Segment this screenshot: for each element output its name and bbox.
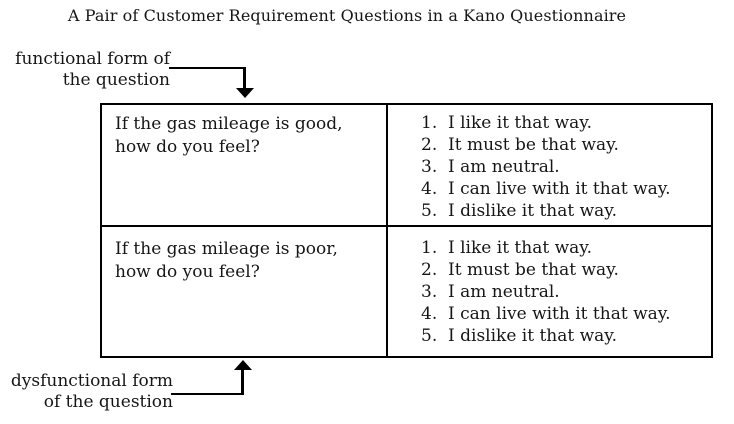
option-text: I dislike it that way. (448, 326, 618, 346)
functional-form-label-line2: the question (62, 70, 170, 90)
dysfunctional-form-label-line1: dysfunctional form (10, 371, 173, 391)
kano-question-table: If the gas mileage is good, how do you f… (100, 103, 713, 358)
option-number: 3. (421, 282, 438, 302)
question-text-line: how do you feel? (115, 137, 260, 157)
question-text-line: If the gas mileage is good, (115, 114, 343, 134)
option-item: 2. It must be that way. (421, 259, 707, 281)
option-text: I can live with it that way. (448, 179, 671, 199)
dysfunctional-options-cell: 1. I like it that way. 2. It must be tha… (388, 227, 711, 356)
functional-options-cell: 1. I like it that way. 2. It must be tha… (388, 105, 711, 227)
question-text-line: how do you feel? (115, 262, 260, 282)
option-number: 3. (421, 157, 438, 177)
dysfunctional-question-cell: If the gas mileage is poor, how do you f… (102, 227, 388, 356)
functional-question-cell: If the gas mileage is good, how do you f… (102, 105, 388, 227)
figure-title: A Pair of Customer Requirement Questions… (67, 6, 627, 25)
option-text: I dislike it that way. (448, 201, 618, 221)
option-item: 5. I dislike it that way. (421, 200, 707, 222)
option-number: 4. (421, 304, 438, 324)
option-text: I like it that way. (448, 238, 593, 258)
option-item: 1. I like it that way. (421, 112, 707, 134)
option-text: It must be that way. (448, 260, 619, 280)
dysfunctional-form-label: dysfunctional form of the question (8, 371, 173, 413)
functional-form-label: functional form of the question (10, 49, 170, 91)
option-number: 1. (421, 113, 438, 133)
option-text: I like it that way. (448, 113, 593, 133)
option-number: 1. (421, 238, 438, 258)
option-item: 4. I can live with it that way. (421, 178, 707, 200)
option-text: I am neutral. (448, 282, 560, 302)
option-number: 2. (421, 135, 438, 155)
option-item: 5. I dislike it that way. (421, 325, 707, 347)
option-item: 2. It must be that way. (421, 134, 707, 156)
option-item: 3. I am neutral. (421, 281, 707, 303)
option-number: 5. (421, 201, 438, 221)
dysfunctional-arrow-horizontal-line (171, 393, 244, 395)
arrow-down-icon (236, 88, 254, 98)
functional-arrow-vertical-line (243, 67, 246, 91)
option-text: I am neutral. (448, 157, 560, 177)
functional-arrow-horizontal-line (169, 67, 245, 69)
option-item: 1. I like it that way. (421, 237, 707, 259)
option-number: 2. (421, 260, 438, 280)
option-text: It must be that way. (448, 135, 619, 155)
question-text-line: If the gas mileage is poor, (115, 239, 338, 259)
option-number: 4. (421, 179, 438, 199)
option-item: 3. I am neutral. (421, 156, 707, 178)
functional-form-label-line1: functional form of (15, 49, 170, 69)
option-text: I can live with it that way. (448, 304, 671, 324)
option-item: 4. I can live with it that way. (421, 303, 707, 325)
option-number: 5. (421, 326, 438, 346)
arrow-up-icon (234, 360, 252, 370)
dysfunctional-arrow-vertical-line (241, 370, 244, 395)
dysfunctional-form-label-line2: of the question (43, 392, 173, 412)
